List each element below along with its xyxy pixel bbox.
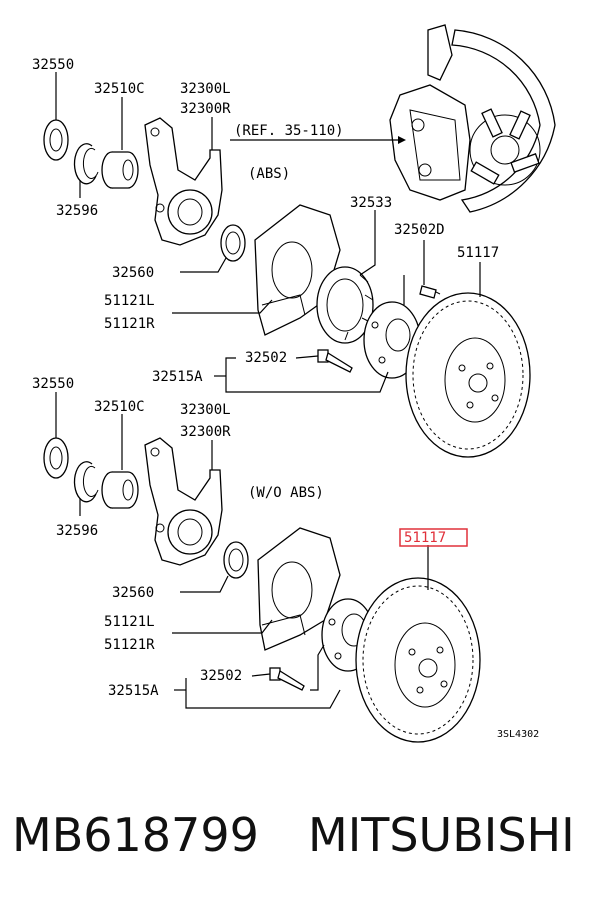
abs-rotor-32533 bbox=[316, 266, 374, 344]
label-51121l-abs: 51121L bbox=[104, 293, 155, 309]
footer: MB618799 MITSUBISHI bbox=[0, 800, 600, 880]
hub-bolt-32502-noabs bbox=[269, 667, 305, 691]
bearing-32510c-noabs bbox=[101, 471, 139, 509]
brand-name: MITSUBISHI bbox=[308, 808, 575, 862]
label-51121r-abs: 51121R bbox=[104, 316, 155, 332]
label-32300r-abs: 32300R bbox=[180, 101, 231, 117]
snap-ring-32596-abs bbox=[73, 143, 99, 185]
label-32550-abs: 32550 bbox=[32, 57, 74, 73]
label-32502d: 32502D bbox=[394, 222, 445, 238]
bolt-32502d bbox=[419, 285, 441, 299]
label-32510c-abs: 32510C bbox=[94, 81, 145, 97]
brake-disc-51117-noabs bbox=[355, 577, 481, 743]
reference-arrow bbox=[230, 136, 406, 144]
seal-32560-abs bbox=[220, 224, 246, 262]
highlight-box bbox=[399, 528, 468, 547]
label-abs-title: (ABS) bbox=[248, 166, 290, 182]
label-32510c-noabs: 32510C bbox=[94, 399, 145, 415]
parts-diagram: 32550 32510C 32300L 32300R (REF. 35-110)… bbox=[32, 24, 556, 743]
brake-disc-51117-abs bbox=[405, 292, 531, 458]
label-32300l-abs: 32300L bbox=[180, 81, 231, 97]
oil-seal-32550-abs bbox=[43, 119, 69, 161]
label-32502-abs: 32502 bbox=[245, 350, 287, 366]
hub-bolt-32502-abs bbox=[317, 349, 353, 373]
label-51121l-noabs: 51121L bbox=[104, 614, 155, 630]
bearing-32510c-abs bbox=[101, 151, 139, 189]
label-51117-noabs: 51117 bbox=[404, 530, 446, 546]
oil-seal-32550-noabs bbox=[43, 437, 69, 479]
label-32596-noabs: 32596 bbox=[56, 523, 98, 539]
label-32560-noabs: 32560 bbox=[112, 585, 154, 601]
part-number: MB618799 bbox=[12, 808, 259, 862]
steering-knuckle-noabs bbox=[144, 437, 223, 566]
label-32515a-abs: 32515A bbox=[152, 369, 203, 385]
seal-32560-noabs bbox=[223, 541, 249, 579]
label-noabs-title: (W/O ABS) bbox=[248, 485, 324, 501]
label-32515a-noabs: 32515A bbox=[108, 683, 159, 699]
wheel-hub-abs bbox=[363, 301, 421, 379]
label-32533: 32533 bbox=[350, 195, 392, 211]
label-32560-abs: 32560 bbox=[112, 265, 154, 281]
caliper-assembly-illustration bbox=[389, 24, 556, 213]
label-32300r-noabs: 32300R bbox=[180, 424, 231, 440]
label-32550-noabs: 32550 bbox=[32, 376, 74, 392]
label-51117-abs: 51117 bbox=[457, 245, 499, 261]
diagram-code: 3SL4302 bbox=[497, 729, 539, 740]
label-51121r-noabs: 51121R bbox=[104, 637, 155, 653]
label-32596-abs: 32596 bbox=[56, 203, 98, 219]
snap-ring-32596-noabs bbox=[73, 461, 99, 503]
label-32300l-noabs: 32300L bbox=[180, 402, 231, 418]
label-32502-noabs: 32502 bbox=[200, 668, 242, 684]
steering-knuckle-abs bbox=[144, 117, 223, 246]
label-ref: (REF. 35-110) bbox=[234, 123, 344, 139]
